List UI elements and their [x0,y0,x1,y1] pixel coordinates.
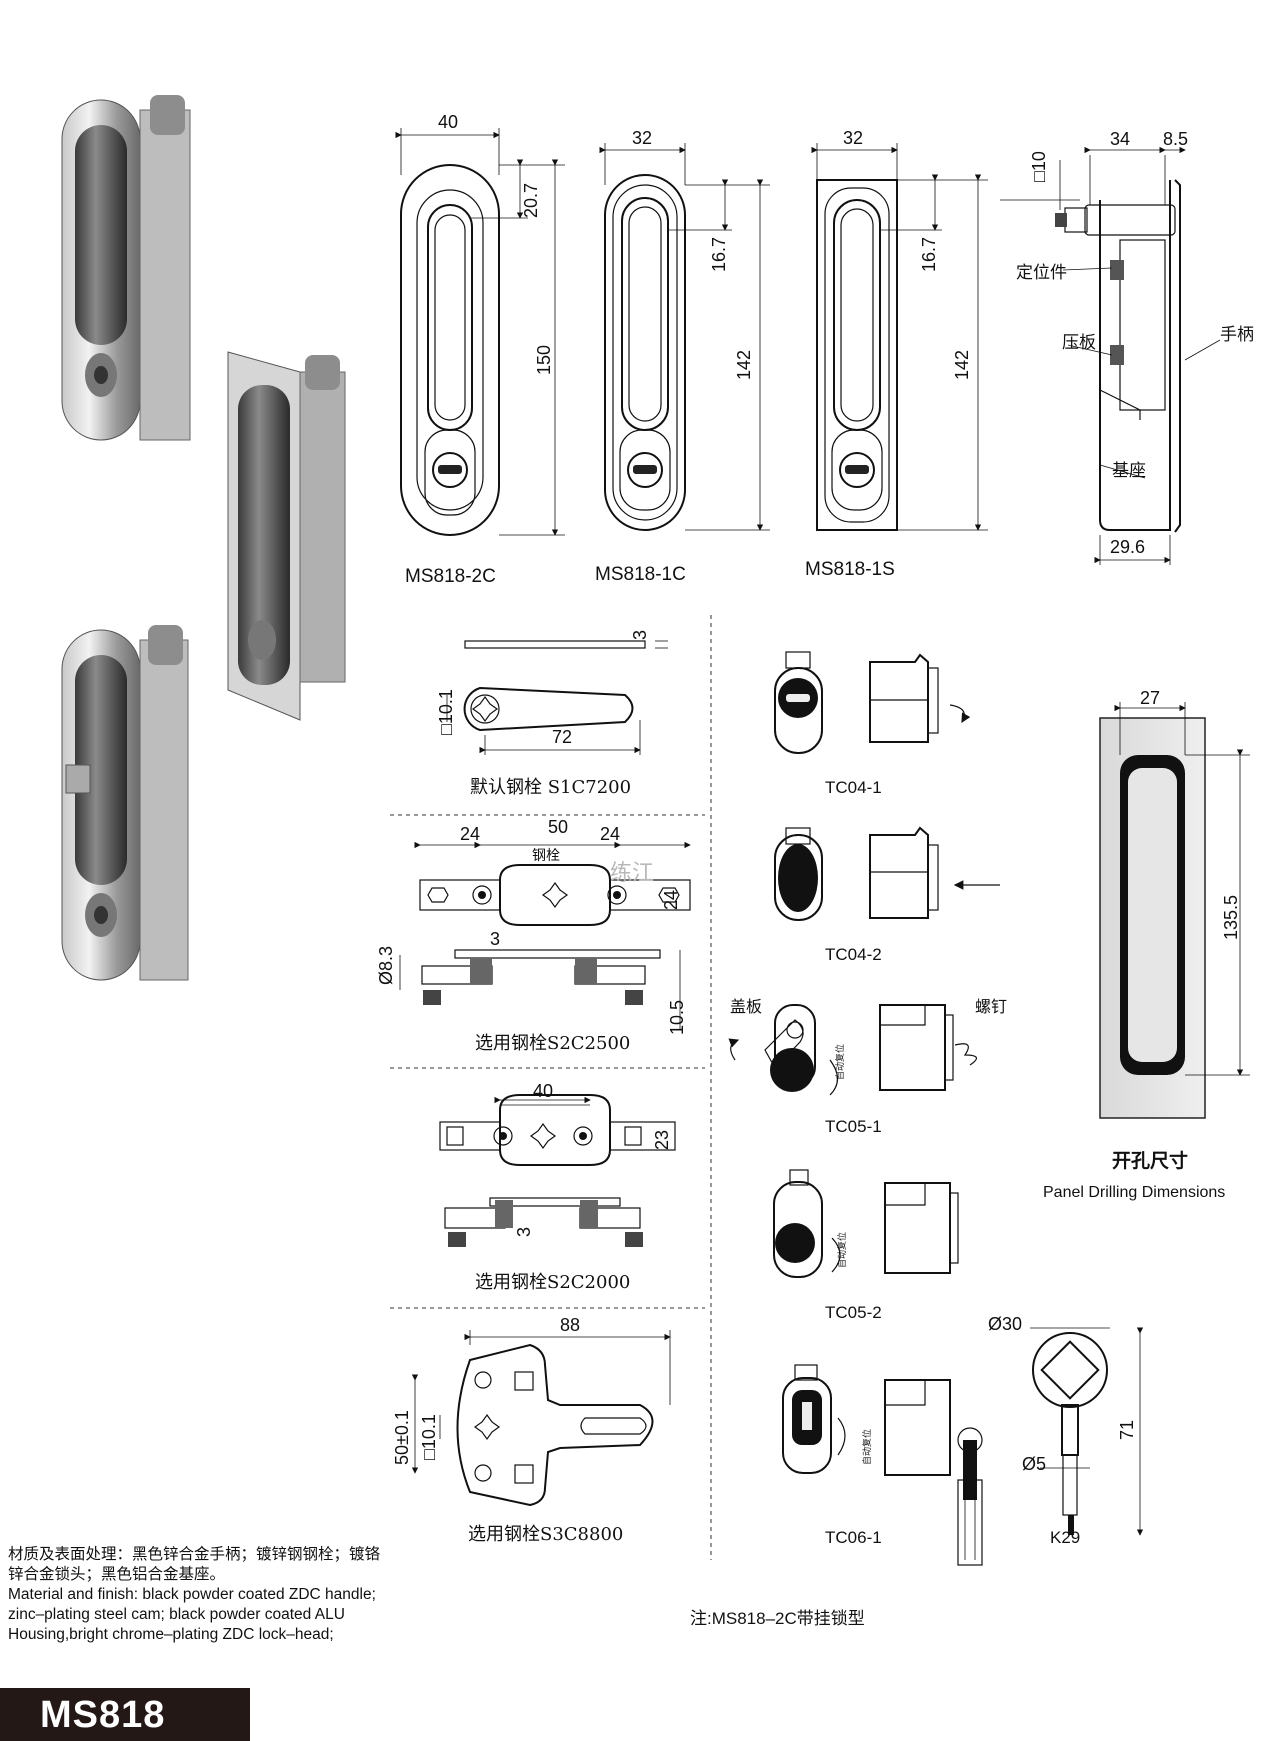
drawing-cam-s1c7200 [446,640,668,755]
product-render-2c [61,95,191,441]
drawing-tc05-1 [728,1004,977,1096]
dim-1s-offset: 16.7 [919,237,939,272]
material-notes: 材质及表面处理：黑色锌合金手柄；镀锌钢钢栓；镀铬 锌合金锁头；黑色铝合金基座。 … [8,1545,448,1645]
dim-panel-width: 27 [1140,688,1160,708]
drawing-panel-drilling [1099,702,1250,1119]
drawing-cam-s2c2500 [399,841,691,1030]
dim-1s-height: 142 [952,350,972,380]
dim-s1c-length: 72 [552,727,572,747]
label-locator: 定位件 [1016,263,1067,283]
dim-2c-offset: 20.7 [521,183,541,218]
caption-s3c8800: 选用钢栓S3C8800 [468,1524,623,1545]
label-auto-reset-2: 自动复位 [836,1232,848,1268]
dim-s2c25-24h: 24 [661,890,681,910]
dim-s3c-50: 50±0.1 [392,1410,412,1465]
panel-title-en: Panel Drilling Dimensions [1043,1184,1225,1201]
dim-key-length: 71 [1117,1420,1137,1440]
label-s2c25-cam: 钢栓 [532,848,560,864]
dim-s3c-square: □10.1 [419,1414,439,1460]
label-ms818-2c: MS818-2C [405,566,496,587]
dim-key-d30: Ø30 [988,1314,1022,1334]
dim-s2c20-40: 40 [533,1081,553,1101]
label-tc06-1: TC06-1 [825,1528,882,1547]
dim-s2c25-dia: Ø8.3 [376,946,396,985]
dim-s2c25-24a: 24 [460,824,480,844]
note-en-1: Material and finish: black powder coated… [8,1586,376,1603]
dim-s3c-88: 88 [560,1315,580,1335]
drawing-tc04-1 [774,651,971,754]
dim-side-34: 34 [1110,129,1130,149]
note-cn-1: 材质及表面处理：黑色锌合金手柄；镀锌钢钢栓；镀铬 [8,1546,381,1563]
dim-1c-height: 142 [734,350,754,380]
label-screw: 螺钉 [975,997,1007,1016]
dim-1s-width: 32 [843,128,863,148]
dim-s2c25-50: 50 [548,817,568,837]
dim-2c-height: 150 [534,345,554,375]
dim-key-d5: Ø5 [1022,1454,1046,1474]
label-tc04-2: TC04-2 [825,945,882,964]
dim-1c-offset: 16.7 [709,237,729,272]
label-cover-plate: 盖板 [730,997,762,1016]
drawing-ms818-2c [395,128,565,536]
drawing-key-k29 [1030,1327,1144,1536]
drawing-tc06-1 [782,1364,983,1566]
caption-s2c2500: 选用钢栓S2C2500 [475,1033,630,1054]
label-auto-reset-3: 自动复位 [861,1429,873,1465]
dim-side-square: □10 [1029,151,1049,182]
label-key-k29: K29 [1050,1528,1080,1547]
label-handle: 手柄 [1220,325,1254,345]
drawing-tc05-2 [773,1169,959,1278]
drawing-ms818-1s [811,143,988,531]
label-ms818-1c: MS818-1C [595,564,686,585]
label-ms818-1s: MS818-1S [805,559,895,580]
label-auto-reset-1: 自动复位 [834,1044,846,1080]
dim-s2c25-3: 3 [490,929,500,949]
label-tc05-1: TC05-1 [825,1117,882,1136]
dim-s1c-square: □10.1 [436,689,456,735]
dim-side-base: 29.6 [1110,537,1145,557]
label-tc05-2: TC05-2 [825,1303,882,1322]
dim-panel-height: 135.5 [1221,895,1241,940]
drawing-cam-s3c8800 [411,1330,671,1507]
dim-side-8-5: 8.5 [1163,129,1188,149]
product-render-2c-padlock [61,625,189,981]
padlock-note: 注:MS818–2C带挂锁型 [690,1609,865,1628]
drawing-tc04-2 [774,826,1000,921]
product-render-1s [227,351,346,721]
dim-s2c25-24b: 24 [600,824,620,844]
note-en-2: zinc–plating steel cam; black powder coa… [8,1606,345,1623]
dim-1c-width: 32 [632,128,652,148]
dim-s1c-thickness: 3 [630,630,650,640]
dim-s2c20-3: 3 [514,1227,534,1237]
dim-s2c25-10-5: 10.5 [667,1000,687,1035]
caption-s1c7200: 默认钢栓 S1C7200 [470,777,631,798]
footer-model: MS818 [40,1694,166,1736]
dim-s2c20-23: 23 [652,1130,672,1150]
note-en-3: Housing,bright chrome–plating ZDC lock–h… [8,1626,334,1643]
drawing-cam-s2c2000 [439,1094,676,1247]
dim-2c-width: 40 [438,112,458,132]
label-pressure-plate: 压板 [1062,333,1096,353]
caption-s2c2000: 选用钢栓S2C2000 [475,1272,630,1293]
drawing-side-view [1000,146,1221,565]
label-base: 基座 [1112,461,1146,481]
panel-title-cn: 开孔尺寸 [1112,1149,1188,1172]
watermark: 练江 [610,861,654,886]
label-tc04-1: TC04-1 [825,778,882,797]
footer-bar: MS818 [0,1688,250,1741]
note-cn-2: 锌合金锁头；黑色铝合金基座。 [8,1566,226,1583]
drawing-ms818-1c [599,143,770,531]
